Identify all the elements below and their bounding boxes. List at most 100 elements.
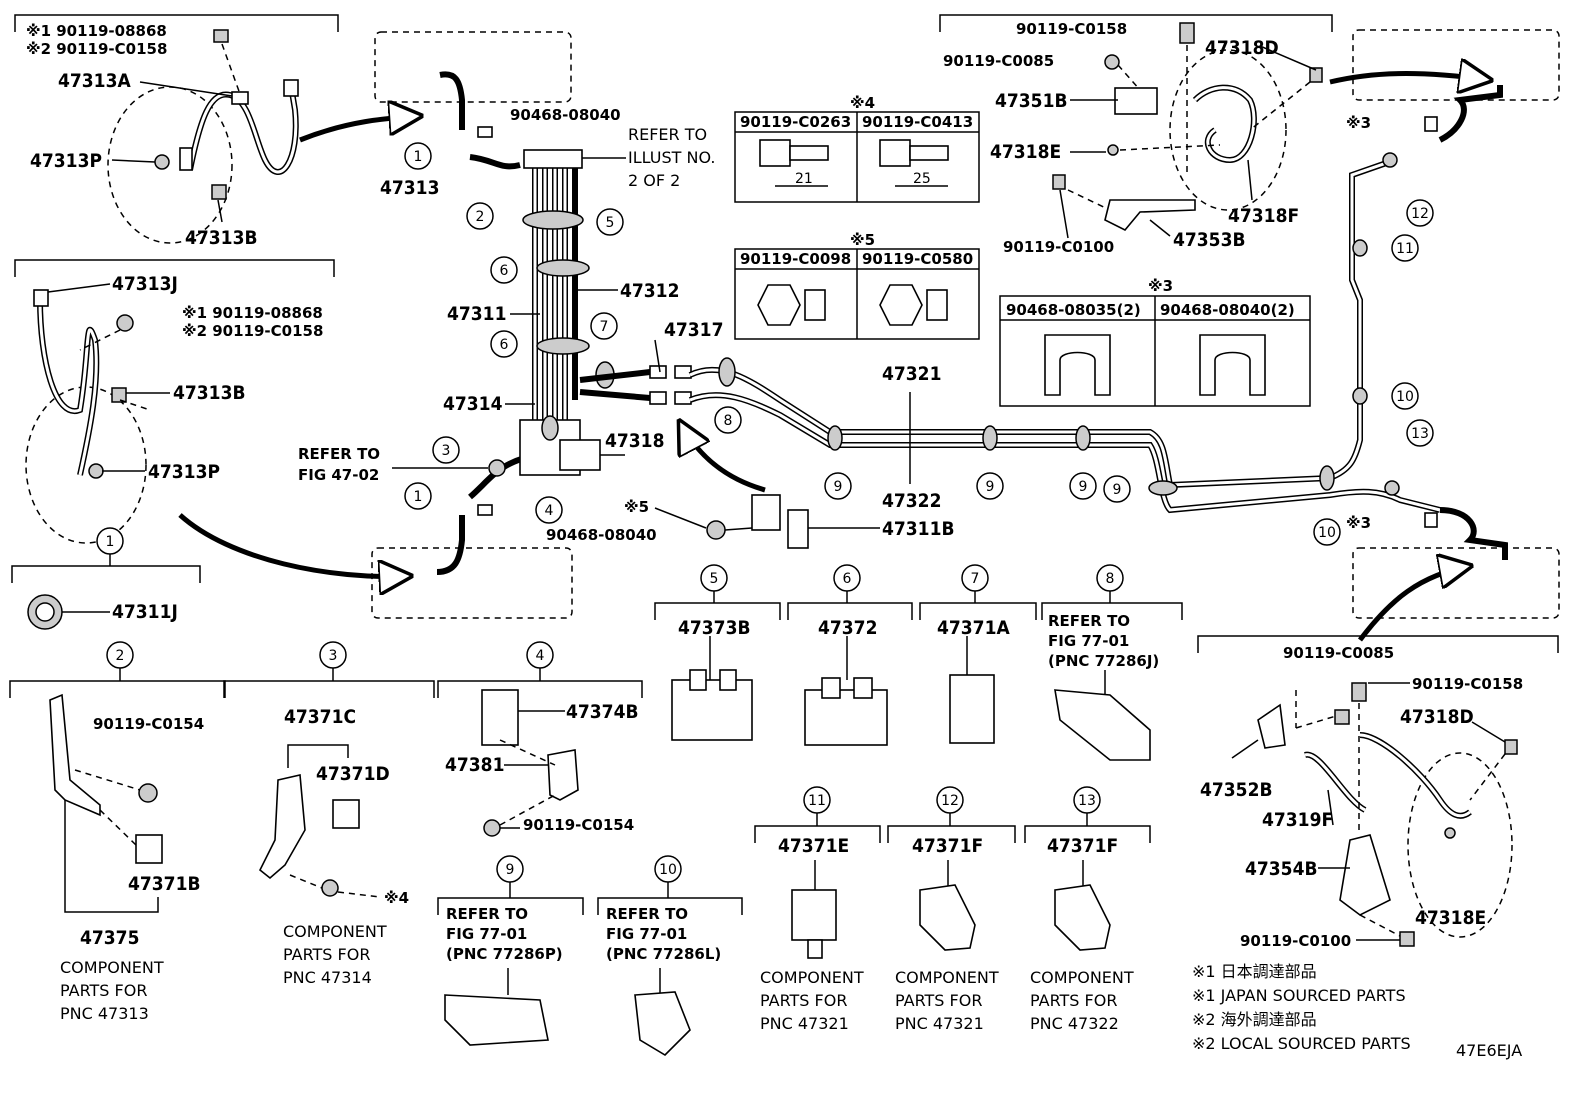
g5-clamp: 47373B (678, 617, 751, 639)
group-5 (654, 591, 781, 741)
callout-number: 9 (1113, 482, 1122, 498)
label-tr-bolt-a: 90119-C0085 (943, 52, 1054, 70)
box-x5 (734, 248, 980, 340)
g2-c2: PARTS FOR (60, 981, 147, 1000)
label-47311J: 47311J (112, 601, 178, 623)
g13-c1: COMPONENT (1030, 968, 1134, 987)
callout-number: 12 (941, 793, 959, 809)
g3-clip-c: 47371C (284, 706, 356, 728)
group-7 (919, 591, 1037, 744)
diagram-id: 47E6EJA (1456, 1041, 1522, 1060)
callout-circle (590, 312, 618, 340)
g3-clip-d: 47371D (316, 763, 390, 785)
top-right-assembly (939, 14, 1333, 239)
label-ml-bolt1: ※1 90119-08868 (182, 304, 323, 322)
group-13 (1024, 813, 1151, 951)
g8-r1: REFER TO (1048, 612, 1130, 630)
callout-circle (106, 641, 134, 669)
label-clip-a: 90468-08040 (510, 106, 621, 124)
main-brake-lines (688, 85, 1508, 560)
g2-assy: 47375 (80, 927, 139, 949)
center-assembly (468, 126, 880, 549)
box5-title: ※5 (850, 231, 875, 249)
callout-circle (714, 406, 742, 434)
label-tr-bolt-b: 90119-C0100 (1003, 238, 1114, 256)
label-47312: 47312 (620, 280, 679, 302)
callout-circle (96, 527, 124, 555)
legend-line1: ※1 日本調達部品 (1192, 962, 1317, 981)
g4-bracket: 47381 (445, 754, 504, 776)
callout-circle (1391, 382, 1419, 410)
label-x5: ※5 (624, 498, 649, 516)
callout-circle (1069, 472, 1097, 500)
box4-left-dim: 21 (795, 171, 813, 187)
callout-number: 1 (106, 534, 115, 550)
callout-number: 5 (710, 571, 719, 587)
callout-circle (700, 564, 728, 592)
callout-number: 3 (442, 443, 451, 459)
label-47318F: 47318F (1228, 205, 1299, 227)
callout-circle (976, 472, 1004, 500)
g13-clamp: 47371F (1047, 835, 1118, 857)
g7-clamp: 47371A (937, 617, 1010, 639)
label-ml-bolt2: ※2 90119-C0158 (182, 322, 323, 340)
group-12 (887, 813, 1016, 951)
callout-number: 7 (971, 571, 980, 587)
g9-r3: (PNC 77286P) (446, 945, 563, 963)
callout-circle (961, 564, 989, 592)
group-10 (597, 882, 743, 1057)
g13-c2: PARTS FOR (1030, 991, 1117, 1010)
group-8 (1041, 591, 1183, 761)
box3-title: ※3 (1148, 277, 1173, 295)
g11-c2: PARTS FOR (760, 991, 847, 1010)
g12-c2: PARTS FOR (895, 991, 982, 1010)
callout-circle (654, 855, 682, 883)
label-47311: 47311 (447, 303, 506, 325)
g3-c2: PARTS FOR (283, 945, 370, 964)
box4-left-pn: 90119-C0263 (740, 113, 851, 131)
g4-bolt: 90119-C0154 (523, 816, 634, 834)
callout-number: 7 (600, 319, 609, 335)
g12-clamp: 47371F (912, 835, 983, 857)
callout-circle (404, 142, 432, 170)
box-x3 (999, 295, 1311, 407)
callout-number: 9 (834, 479, 843, 495)
callout-number: 11 (1396, 241, 1414, 257)
callout-number: 13 (1411, 426, 1429, 442)
callout-circle (1313, 518, 1341, 546)
label-47314: 47314 (443, 393, 503, 415)
g10-r2: FIG 77-01 (606, 925, 687, 943)
callout-number: 8 (724, 413, 733, 429)
group-3 (223, 668, 435, 898)
label-47352B: 47352B (1200, 779, 1273, 801)
label-clip-b: 90468-08040 (546, 526, 657, 544)
g6-clamp: 47372 (818, 617, 877, 639)
g11-c3: PNC 47321 (760, 1014, 849, 1033)
callout-circle (490, 256, 518, 284)
label-tl-bolt2: ※2 90119-C0158 (26, 40, 167, 58)
legend-line4: ※2 LOCAL SOURCED PARTS (1192, 1034, 1411, 1053)
callout-number: 9 (1079, 479, 1088, 495)
label-tl-bolt1: ※1 90119-08868 (26, 22, 167, 40)
g2-bolt: 90119-C0154 (93, 715, 204, 733)
g8-r3: (PNC 77286J) (1048, 652, 1159, 670)
callout-number: 1 (414, 489, 423, 505)
label-47311B: 47311B (882, 518, 955, 540)
mid-left-assembly (14, 259, 410, 576)
callout-number: 6 (500, 263, 509, 279)
box5-right-pn: 90119-C0580 (862, 250, 973, 268)
top-left-assembly (14, 14, 420, 244)
callout-number: 4 (536, 648, 545, 664)
callout-number: 6 (843, 571, 852, 587)
callout-circle (1103, 475, 1131, 503)
label-refer-fig1: REFER TO (298, 445, 380, 463)
label-br-bolt-b: 90119-C0158 (1412, 675, 1523, 693)
callout-circle (1096, 564, 1124, 592)
callout-number: 2 (116, 648, 125, 664)
legend-line2: ※1 JAPAN SOURCED PARTS (1192, 986, 1406, 1005)
label-refer2: ILLUST NO. (628, 148, 715, 167)
g3-x4: ※4 (384, 889, 409, 907)
label-47318E-bottom: 47318E (1415, 907, 1486, 929)
label-47351B: 47351B (995, 90, 1068, 112)
